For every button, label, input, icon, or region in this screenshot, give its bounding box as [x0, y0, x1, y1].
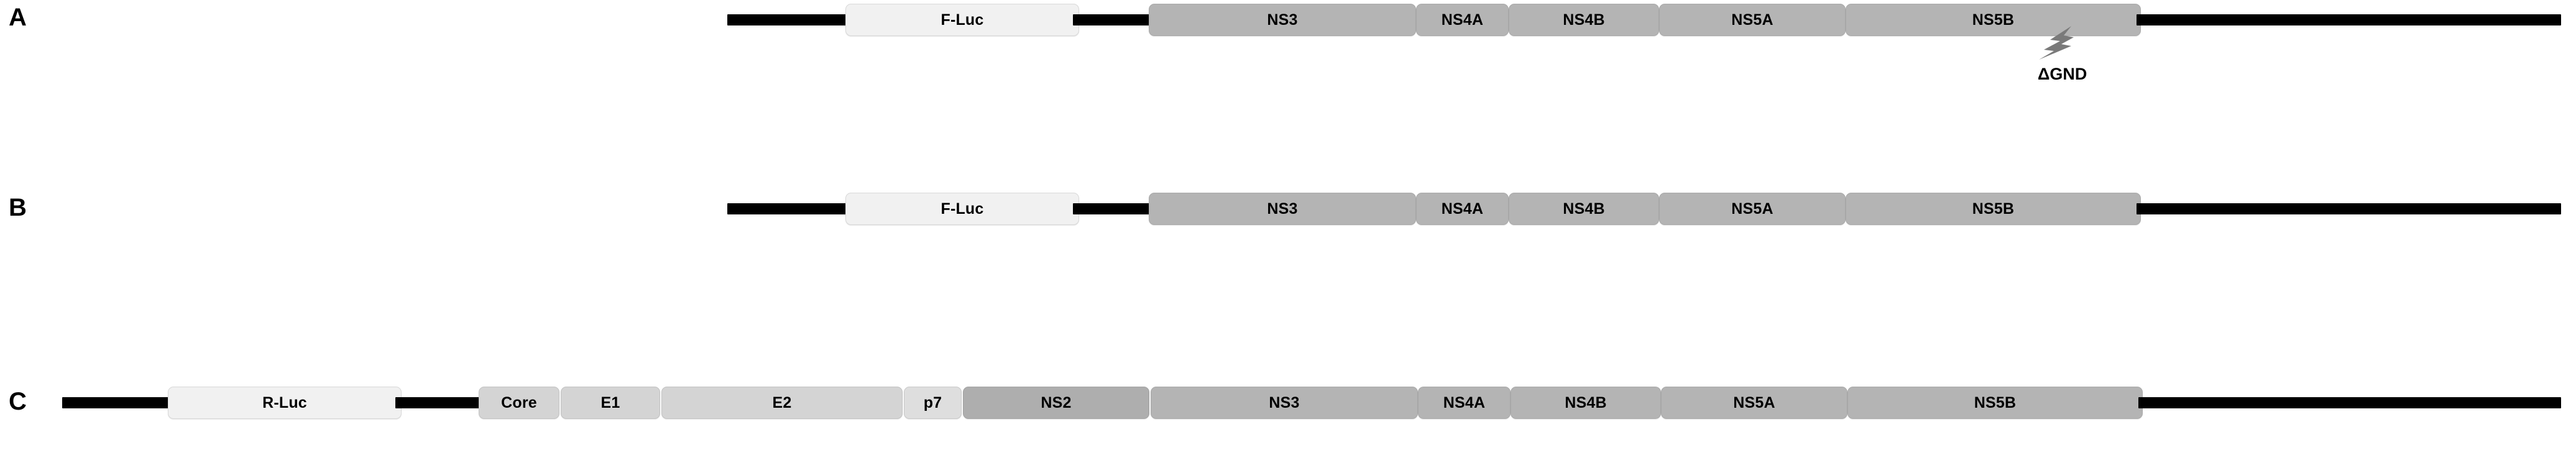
- panel-a-five-prime-utr: [727, 14, 852, 25]
- panel-a-gene-ns5b[interactable]: NS5B: [1846, 4, 2141, 36]
- panel-a: A F-Luc NS3 NS4A NS4B NS5A NS5B: [0, 0, 2576, 83]
- panel-c-gene-ns4a[interactable]: NS4A: [1418, 387, 1511, 419]
- panel-a-gene-ns4a[interactable]: NS4A: [1416, 4, 1509, 36]
- panel-b-linker: [1073, 203, 1154, 214]
- panel-a-gene-ns3[interactable]: NS3: [1149, 4, 1416, 36]
- panel-a-three-prime-utr: [2137, 14, 2561, 25]
- panel-c-gene-ns5b[interactable]: NS5B: [1847, 387, 2143, 419]
- panel-b-gene-ns4a[interactable]: NS4A: [1416, 193, 1509, 225]
- panel-a-linker: [1073, 14, 1154, 25]
- panel-b-three-prime-utr: [2137, 203, 2561, 214]
- panel-a-gene-ns5a[interactable]: NS5A: [1659, 4, 1846, 36]
- panel-b-construct: F-Luc NS3 NS4A NS4B NS5A NS5B: [0, 193, 2576, 225]
- panel-b-gene-ns3[interactable]: NS3: [1149, 193, 1416, 225]
- panel-a-gene-ns4b[interactable]: NS4B: [1509, 4, 1659, 36]
- panel-c-linker: [395, 397, 482, 408]
- panel-c: C R-Luc Core E1 E2 p7 NS2 NS3 NS4A NS4B …: [0, 373, 2576, 441]
- panel-a-construct: F-Luc NS3 NS4A NS4B NS5A NS5B: [0, 4, 2576, 36]
- panel-b-gene-ns5a[interactable]: NS5A: [1659, 193, 1846, 225]
- panel-c-gene-e2[interactable]: E2: [661, 387, 903, 419]
- panel-b: B F-Luc NS3 NS4A NS4B NS5A NS5B: [0, 178, 2576, 246]
- panel-c-gene-ns4b[interactable]: NS4B: [1511, 387, 1661, 419]
- panel-a-mutation-label: ΔGND: [2038, 65, 2087, 83]
- panel-c-five-prime-utr: [62, 397, 182, 408]
- panel-a-label: A: [9, 4, 27, 31]
- panel-c-gene-p7[interactable]: p7: [904, 387, 962, 419]
- panel-b-five-prime-utr: [727, 203, 852, 214]
- panel-c-label: C: [9, 388, 27, 415]
- panel-c-gene-r-luc[interactable]: R-Luc: [168, 387, 402, 419]
- panel-c-three-prime-utr: [2138, 397, 2561, 408]
- panel-b-gene-ns5b[interactable]: NS5B: [1846, 193, 2141, 225]
- panel-b-gene-f-luc[interactable]: F-Luc: [845, 193, 1079, 225]
- panel-a-gene-f-luc[interactable]: F-Luc: [845, 4, 1079, 36]
- panel-b-label: B: [9, 194, 27, 221]
- panel-c-gene-ns2[interactable]: NS2: [963, 387, 1149, 419]
- panel-c-gene-ns3[interactable]: NS3: [1151, 387, 1418, 419]
- panel-c-gene-ns5a[interactable]: NS5A: [1661, 387, 1847, 419]
- panel-c-construct: R-Luc Core E1 E2 p7 NS2 NS3 NS4A NS4B NS…: [0, 387, 2576, 419]
- panel-c-gene-core[interactable]: Core: [479, 387, 559, 419]
- panel-c-gene-e1[interactable]: E1: [561, 387, 660, 419]
- panel-b-gene-ns4b[interactable]: NS4B: [1509, 193, 1659, 225]
